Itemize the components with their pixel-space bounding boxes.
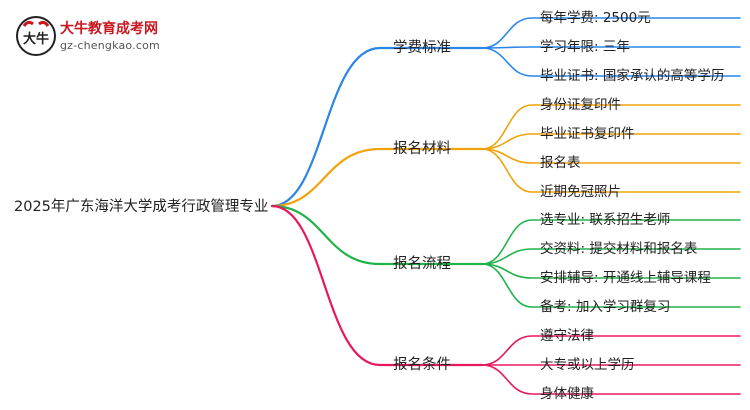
branch-materials: 报名材料	[393, 141, 451, 157]
leaf-process-2: 交资料: 提交材料和报名表	[540, 241, 698, 257]
connector-materials-leaf-4	[481, 148, 741, 193]
branch-process: 报名流程	[393, 256, 451, 272]
connector-root-requirements	[270, 204, 484, 367]
logo-title: 大牛教育成考网	[60, 21, 158, 37]
leaf-materials-4: 近期免冠照片	[540, 184, 621, 200]
leaf-fees-3: 毕业证书: 国家承认的高等学历	[540, 68, 725, 84]
connector-fees-leaf-3	[481, 47, 741, 77]
root-node: 2025年广东海洋大学成考行政管理专业	[14, 199, 269, 215]
connector-materials-leaf-2	[481, 133, 741, 150]
connector-root-process	[270, 204, 484, 266]
connector-root-fees	[270, 46, 484, 208]
leaf-requirements-1: 遵守法律	[540, 328, 594, 344]
bull-logo-icon: 大牛	[16, 16, 56, 56]
connector-process-leaf-2	[481, 248, 741, 265]
leaf-process-4: 备考: 加入学习群复习	[540, 299, 671, 315]
logo-mark-text: 大牛	[23, 31, 49, 47]
branch-requirements: 报名条件	[393, 357, 451, 373]
connector-fees-leaf-1	[481, 17, 741, 49]
leaf-materials-3: 报名表	[540, 155, 581, 171]
leaf-materials-2: 毕业证书复印件	[540, 126, 635, 142]
connector-requirements-leaf-1	[481, 335, 741, 366]
connector-requirements-leaf-3	[481, 364, 741, 395]
branch-fees: 学费标准	[393, 40, 451, 56]
leaf-fees-1: 每年学费: 2500元	[540, 10, 651, 26]
connector-process-leaf-4	[481, 263, 741, 308]
site-logo[interactable]: 大牛 大牛教育成考网 gz-chengkao.com	[14, 14, 214, 58]
leaf-requirements-2: 大专或以上学历	[540, 357, 635, 373]
leaf-fees-2: 学习年限: 三年	[540, 39, 630, 55]
connector-materials-leaf-1	[481, 104, 741, 150]
leaf-materials-1: 身份证复印件	[540, 97, 621, 113]
connector-fees-leaf-2	[481, 46, 741, 49]
connector-materials-leaf-3	[481, 148, 741, 164]
logo-url: gz-chengkao.com	[60, 39, 160, 52]
connector-root-materials	[270, 147, 484, 208]
leaf-requirements-3: 身体健康	[540, 386, 594, 402]
connector-process-leaf-1	[481, 219, 741, 265]
leaf-process-1: 选专业: 联系招生老师	[540, 212, 671, 228]
leaf-process-3: 安排辅导: 开通线上辅导课程	[540, 270, 711, 286]
